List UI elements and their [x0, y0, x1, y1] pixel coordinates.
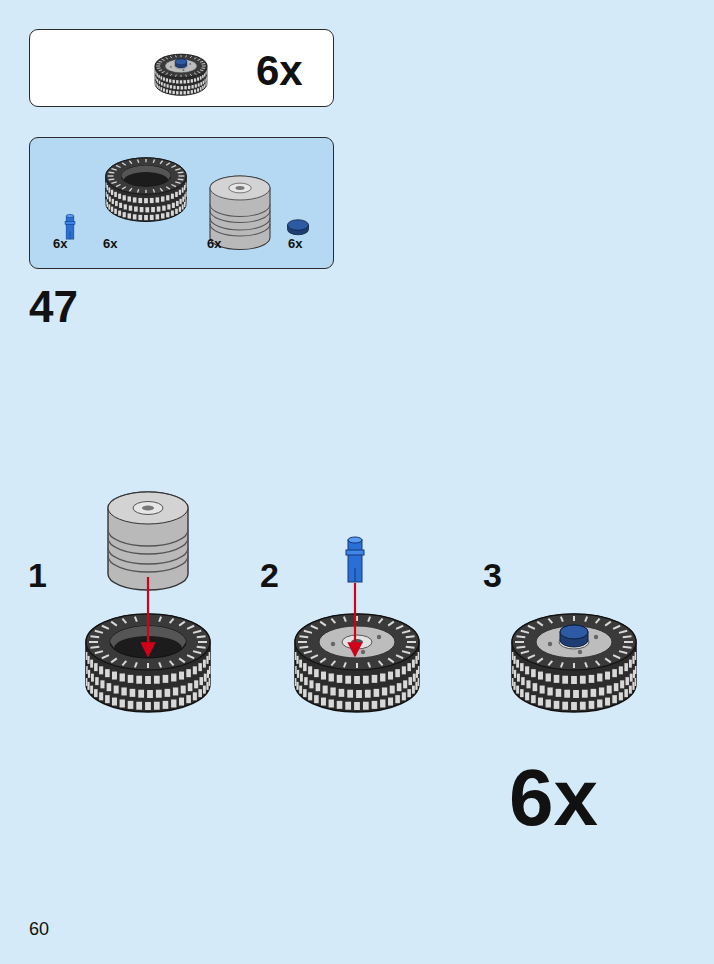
parts-list: 6x 6x 6x 6x: [29, 137, 334, 269]
pin: [65, 214, 75, 239]
pin: [346, 537, 364, 582]
page-number: 60: [29, 920, 49, 938]
substep-number: 1: [28, 558, 47, 592]
tire: [295, 614, 420, 712]
round-tile: [288, 220, 309, 235]
insert-arrow: [147, 577, 149, 656]
tire: [106, 158, 187, 222]
part-count: 6x: [288, 237, 302, 250]
substep-1: [86, 492, 211, 712]
step-number: 47: [29, 285, 78, 329]
part-count: 6x: [256, 50, 303, 92]
insert-arrow: [354, 583, 356, 656]
repeat-count: 6x: [509, 758, 598, 838]
substep-number: 2: [260, 558, 279, 592]
substep-number: 3: [483, 558, 502, 592]
substep-2: [295, 537, 420, 712]
rim: [108, 492, 188, 590]
result-callout: 6x: [29, 29, 334, 107]
tire: [155, 54, 207, 95]
tire: [512, 614, 637, 712]
substep-3: [512, 614, 637, 712]
part-icons: [30, 138, 335, 270]
part-count: 6x: [103, 237, 117, 250]
part-count: 6x: [207, 237, 221, 250]
part-count: 6x: [53, 237, 67, 250]
